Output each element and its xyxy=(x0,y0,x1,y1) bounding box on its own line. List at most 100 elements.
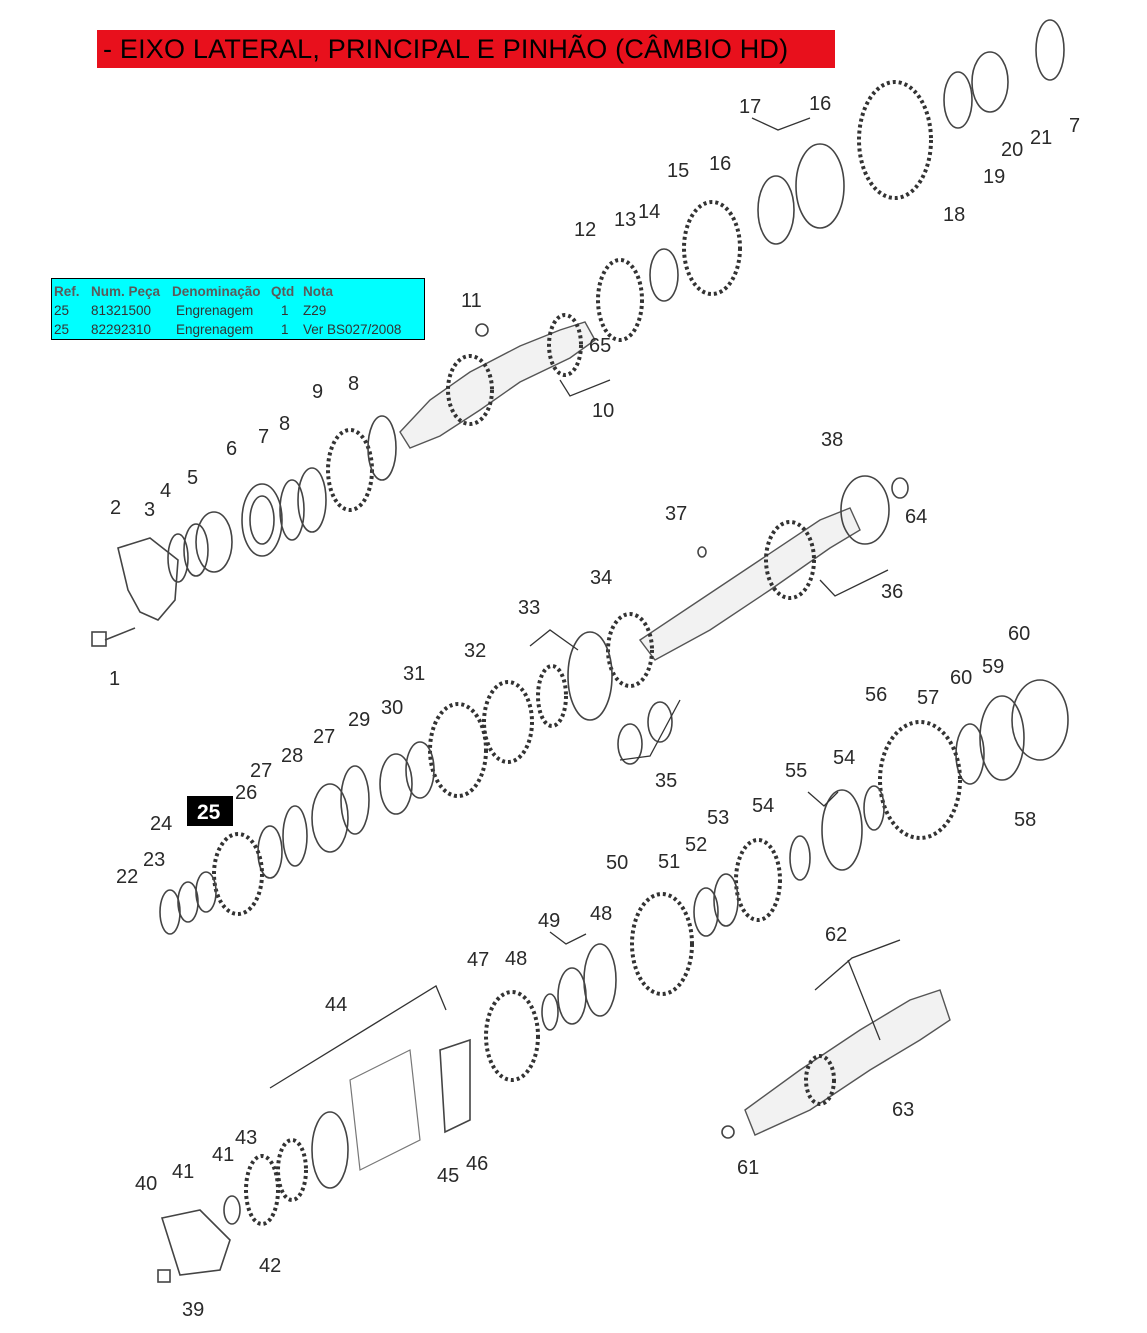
callout: 19 xyxy=(983,166,1005,188)
parts-table: Ref. Num. Peça Denominação Qtd Nota 25 8… xyxy=(51,278,425,340)
callout: 39 xyxy=(182,1299,204,1321)
callout: 26 xyxy=(235,782,257,804)
callout: 5 xyxy=(187,467,198,489)
callout: 7 xyxy=(1069,115,1080,137)
bearing-6 xyxy=(241,483,283,557)
callout: 50 xyxy=(606,852,628,874)
counter-shaft-assembly xyxy=(159,475,909,935)
leader-35 xyxy=(619,699,681,761)
header-ref: Ref. xyxy=(54,284,80,299)
selected-ref-box xyxy=(187,796,233,826)
synchro-49 xyxy=(583,943,617,1017)
callout: 31 xyxy=(403,663,425,685)
ring-3 xyxy=(167,533,189,583)
bolt xyxy=(104,627,136,641)
bearing-28 xyxy=(311,783,349,853)
leader-33 xyxy=(529,629,579,651)
leader-44 xyxy=(269,985,447,1089)
counter-shaft xyxy=(638,507,861,661)
leader-17 xyxy=(751,117,811,131)
callout: 61 xyxy=(737,1157,759,1179)
ring-4 xyxy=(183,523,209,577)
callout: 21 xyxy=(1030,127,1052,149)
ring-54 xyxy=(863,785,885,831)
callout-labels: 1 2 3 4 5 6 7 8 8 9 10 11 12 13 14 15 16… xyxy=(109,93,1080,1321)
callout: 59 xyxy=(982,656,1004,678)
plate-46 xyxy=(439,1038,471,1134)
shaft-splines xyxy=(547,313,583,377)
callout: 32 xyxy=(464,640,486,662)
callout: 24 xyxy=(150,813,172,835)
cell-part-number: 82292310 xyxy=(91,322,152,337)
ring-60 xyxy=(1011,679,1069,761)
callout: 8 xyxy=(348,373,359,395)
callout: 49 xyxy=(538,910,560,932)
table-row[interactable]: 25 81321500 Engrenagem 1 Z29 xyxy=(52,301,424,321)
table-header: Ref. Num. Peça Denominação Qtd Nota xyxy=(52,282,424,302)
callout: 17 xyxy=(739,96,761,118)
ring-41 xyxy=(223,1195,241,1225)
callout: 6 xyxy=(226,438,237,460)
callout: 65 xyxy=(589,335,611,357)
cell-ref: 25 xyxy=(54,303,70,318)
cell-qty: 1 xyxy=(281,322,289,337)
callout: 60 xyxy=(1008,623,1030,645)
ring-8b xyxy=(367,415,397,481)
callout: 48 xyxy=(590,903,612,925)
ring-35a xyxy=(617,723,643,765)
cell-ref: 25 xyxy=(54,322,70,337)
callout: 53 xyxy=(707,807,729,829)
callout: 22 xyxy=(116,866,138,888)
bolt-39 xyxy=(157,1269,171,1283)
table-row[interactable]: 25 82292310 Engrenagem 1 Ver BS027/2008 xyxy=(52,320,424,340)
ring-27 xyxy=(340,765,370,835)
diagram-title: - EIXO LATERAL, PRINCIPAL E PINHÃO (CÂMB… xyxy=(97,30,835,68)
sleeve-17 xyxy=(795,143,845,229)
callout: 16 xyxy=(809,93,831,115)
bearing-38 xyxy=(840,475,890,545)
callout: 55 xyxy=(785,760,807,782)
ring-8 xyxy=(297,467,327,533)
gear-32 xyxy=(482,680,534,764)
callout: 2 xyxy=(110,497,121,519)
callout: 3 xyxy=(144,499,155,521)
gear-25 xyxy=(212,832,264,916)
callout: 30 xyxy=(381,697,403,719)
callout: 38 xyxy=(821,429,843,451)
callout: 41 xyxy=(172,1161,194,1183)
bearing-44 xyxy=(311,1111,349,1189)
callout: 7 xyxy=(258,426,269,448)
callout: 46 xyxy=(466,1153,488,1175)
callout: 44 xyxy=(325,994,347,1016)
gear-31 xyxy=(428,702,488,798)
ring-13 xyxy=(649,248,679,302)
callout: 41 xyxy=(212,1144,234,1166)
callout: 16 xyxy=(709,153,731,175)
cell-qty: 1 xyxy=(281,303,289,318)
synchro-55 xyxy=(821,789,863,871)
gear-43 xyxy=(244,1154,280,1226)
ring-57 xyxy=(955,723,985,785)
ring-52 xyxy=(713,873,739,927)
ring-27b xyxy=(282,805,308,867)
callout: 62 xyxy=(825,924,847,946)
callout: 9 xyxy=(312,381,323,403)
header-note: Nota xyxy=(303,284,333,299)
synchro-17 xyxy=(757,175,795,245)
gear-47 xyxy=(484,990,540,1082)
callout: 18 xyxy=(943,204,965,226)
snap-ring-7 xyxy=(1035,19,1065,81)
selected-ref-badge[interactable]: 25 xyxy=(187,796,233,826)
callout: 52 xyxy=(685,834,707,856)
ring-51 xyxy=(693,887,719,937)
ring-24 xyxy=(195,871,217,913)
callout: 27 xyxy=(313,726,335,748)
leader-49 xyxy=(549,931,587,945)
header-part-number: Num. Peça xyxy=(91,284,161,299)
callout: 47 xyxy=(467,949,489,971)
callout: 12 xyxy=(574,219,596,241)
callout: 14 xyxy=(638,201,660,223)
bolt-head xyxy=(91,631,107,647)
gear-53 xyxy=(734,838,782,922)
